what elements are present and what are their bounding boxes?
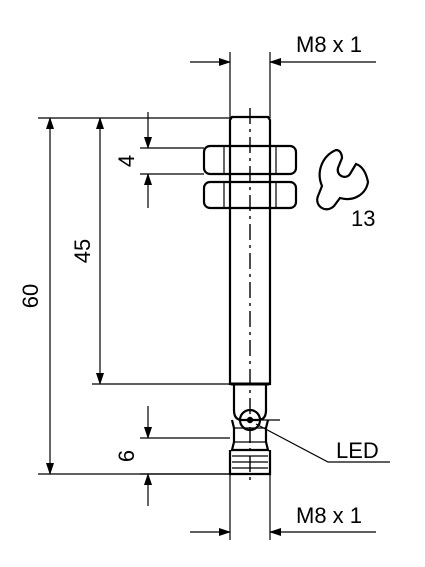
overall-length-dimension <box>38 117 232 475</box>
thread-length-dimension <box>92 117 230 385</box>
nut-thickness-label: 4 <box>114 155 139 167</box>
led-label: LED <box>336 438 379 463</box>
top-thread-dimension <box>190 52 376 118</box>
nut-thickness-dimension <box>140 112 204 208</box>
wrench-size-label: 13 <box>351 206 375 231</box>
top-thread-label: M8 x 1 <box>296 32 362 57</box>
led-leader-line <box>255 423 390 463</box>
wrench-icon <box>316 148 370 211</box>
bottom-thread-dimension <box>190 474 376 540</box>
bottom-thread-label: M8 x 1 <box>296 503 362 528</box>
connector-length-dimension <box>140 406 230 506</box>
connector-length-label: 6 <box>114 450 139 462</box>
led-indicator <box>238 408 280 432</box>
thread-length-label: 45 <box>70 239 95 263</box>
overall-length-label: 60 <box>18 284 43 308</box>
